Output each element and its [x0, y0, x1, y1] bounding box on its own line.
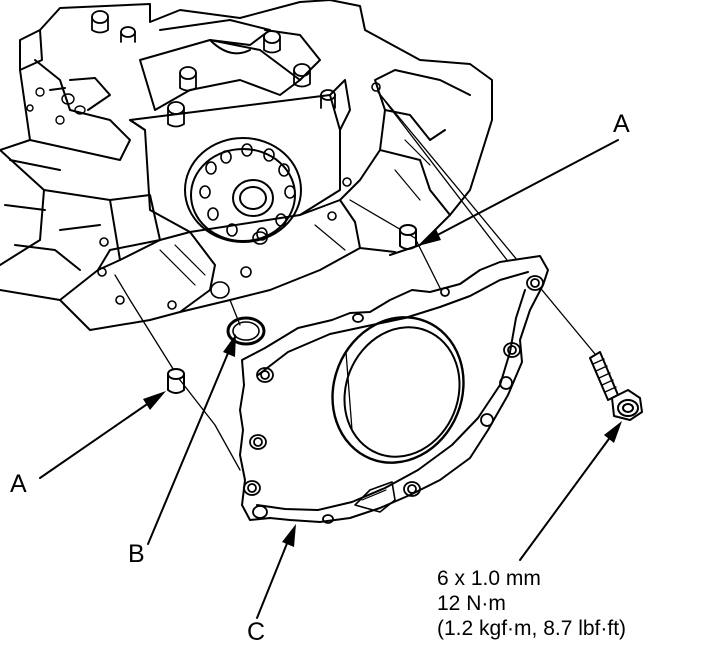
label-a-lower: A: [10, 470, 27, 498]
label-c: C: [247, 618, 266, 646]
engine-block: [0, 0, 493, 331]
bolt-spec: 6 x 1.0 mm 12 N·m (1.2 kgf·m, 8.7 lbf·ft…: [437, 566, 626, 641]
dowel-pin-upper: [399, 224, 417, 250]
label-b: B: [128, 540, 145, 568]
leader-arrows: [39, 139, 622, 619]
flange-bolt: [589, 351, 643, 421]
label-a-upper: A: [613, 110, 630, 138]
dowel-pin-lower: [167, 368, 185, 394]
bolt-size: 6 x 1.0 mm: [437, 567, 541, 590]
alignment-lines: [114, 91, 601, 471]
oil-seal-housing: [239, 255, 549, 524]
bolt-torque-alt: (1.2 kgf·m, 8.7 lbf·ft): [437, 617, 627, 640]
o-ring: [226, 316, 266, 346]
bolt-torque-nm: 12 N·m: [437, 592, 506, 615]
